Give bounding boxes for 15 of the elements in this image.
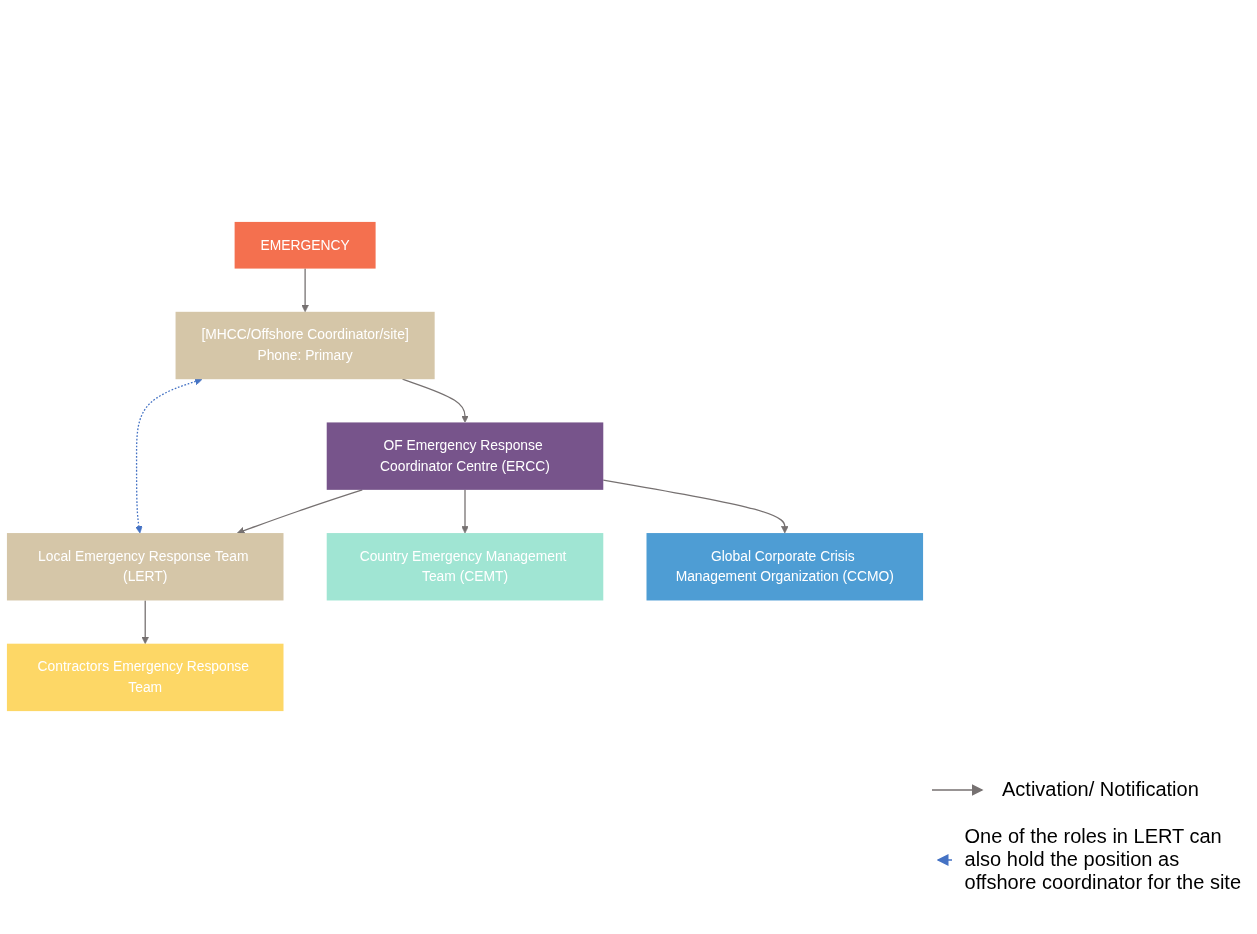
node-box: Local Emergency Response Team (LERT): [6, 533, 284, 601]
node-box: OF Emergency Response Coordinator Centre (ERCC): [326, 422, 604, 491]
arrow: [301, 268, 309, 313]
node-box: Country Emergency Management Team (CEMT): [326, 533, 604, 601]
arrow: [141, 600, 149, 645]
legend-text: One of the roles in LERT can also hold the position as offshore coordinator for the site: [964, 825, 1242, 894]
arrow: [461, 489, 469, 534]
node-box: Contractors Emergency Response Team: [6, 644, 284, 712]
arrow: [602, 479, 789, 534]
node-box: Global Corporate Crisis Management Organization (CCMO): [646, 533, 924, 601]
node-box: EMERGENCY: [234, 222, 376, 270]
arrow: [135, 378, 203, 534]
legend-text: Activation/ Notification: [1002, 778, 1199, 801]
node-box: [MHCC/Offshore Coordinator/site] Phone: Primary: [175, 312, 435, 380]
arrow: [237, 489, 363, 535]
